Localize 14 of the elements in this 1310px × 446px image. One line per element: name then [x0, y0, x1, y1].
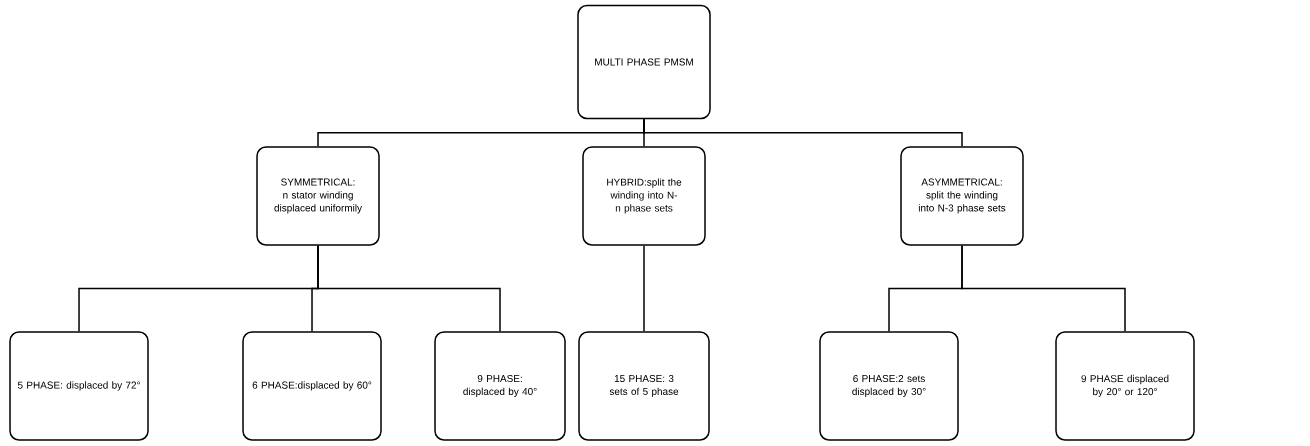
category-box: 5 PHASE: displaced by 72° — [9, 331, 149, 441]
category-box: 9 PHASE displaced by 20° or 120° — [1055, 331, 1195, 441]
category-box: 15 PHASE: 3 sets of 5 phase — [578, 331, 710, 441]
category-box: 6 PHASE:2 sets displaced by 30° — [819, 331, 959, 441]
category-box: HYBRID:split the winding into N-n phase sets — [582, 146, 706, 246]
connector-line — [643, 245, 645, 332]
category-box: ASYMMETRICAL: split the winding into N-3 phase sets — [900, 146, 1024, 246]
connector-line — [317, 245, 501, 332]
category-box: 6 PHASE:displaced by 60° — [242, 331, 382, 441]
category-box: 9 PHASE: displaced by 40° — [434, 331, 566, 441]
root-box: MULTI PHASE PMSM — [577, 4, 711, 120]
category-box: SYMMETRICAL: n stator winding displaced uniformily — [256, 146, 380, 246]
connector-line — [643, 118, 963, 147]
connector-line — [961, 245, 1126, 332]
